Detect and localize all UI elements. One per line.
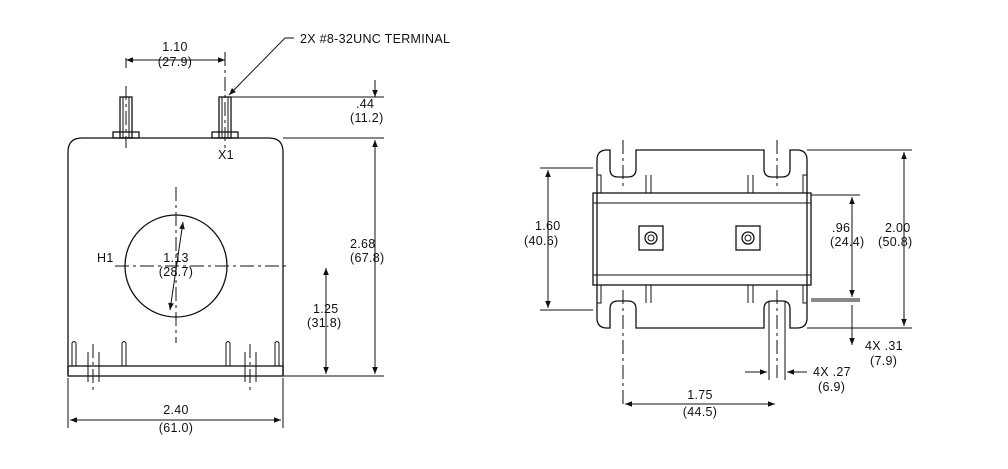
base-plate [67,365,284,377]
dim-overall-height-mm: (67.8) [350,251,384,265]
housing-body [592,192,812,286]
dim-terminal-height-mm: (11.2) [350,111,384,125]
dim-slot-width-in: 4X .27 [813,365,851,379]
terminal-left [112,86,140,148]
dim-terminal-spacing-mm: (27.9) [158,55,192,69]
base-plate-outline [596,149,808,329]
terminal-top-right [735,225,761,251]
dim-overall-depth-in: 2.00 [885,221,911,235]
dim-overall-width-in: 2.40 [163,403,189,417]
base-tab [71,341,77,366]
base-tab [225,341,231,366]
dim-overall-depth-mm: (50.8) [878,235,912,249]
dim-terminal-spacing-in: 1.10 [162,40,188,54]
terminal-right [211,52,239,148]
h1-label: H1 [97,251,114,265]
dim-slot-length-in: 4X .31 [865,339,903,353]
dim-bracket-inner-in: .96 [832,221,850,235]
terminal-callout: 2X #8-32UNC TERMINAL [300,32,450,46]
dim-overall-height-in: 2.68 [350,237,376,251]
dim-hole-spacing-in: 1.75 [687,388,713,402]
dim-terminal-height-in: .44 [356,97,374,111]
dim-window-diameter-in: 1.13 [163,251,189,265]
dim-hole-spacing-mm: (44.5) [683,405,717,419]
dim-window-center-mm: (31.8) [307,316,341,330]
terminal-top-left [638,225,664,251]
dim-window-diameter-mm: (28.7) [159,265,193,279]
top-view: 1.60 (40.6) .96 (24.4) 2.00 (50.8) 4X .3… [524,140,912,419]
base-tab [274,341,280,366]
dim-slot-length-mm: (7.9) [870,354,897,368]
dim-body-depth-in: 1.60 [535,219,561,233]
dim-bracket-inner-mm: (24.4) [830,235,864,249]
base-tab [121,341,127,366]
front-view: 1.10 (27.9) 2X #8-32UNC TERMINAL X1 H1 1… [67,32,450,435]
dim-body-depth-mm: (40.6) [524,234,558,248]
dim-overall-width-mm: (61.0) [159,421,193,435]
dim-window-center-in: 1.25 [313,302,339,316]
housing-outline [67,137,284,375]
x1-label: X1 [218,148,234,162]
dim-slot-width-mm: (6.9) [818,380,845,394]
